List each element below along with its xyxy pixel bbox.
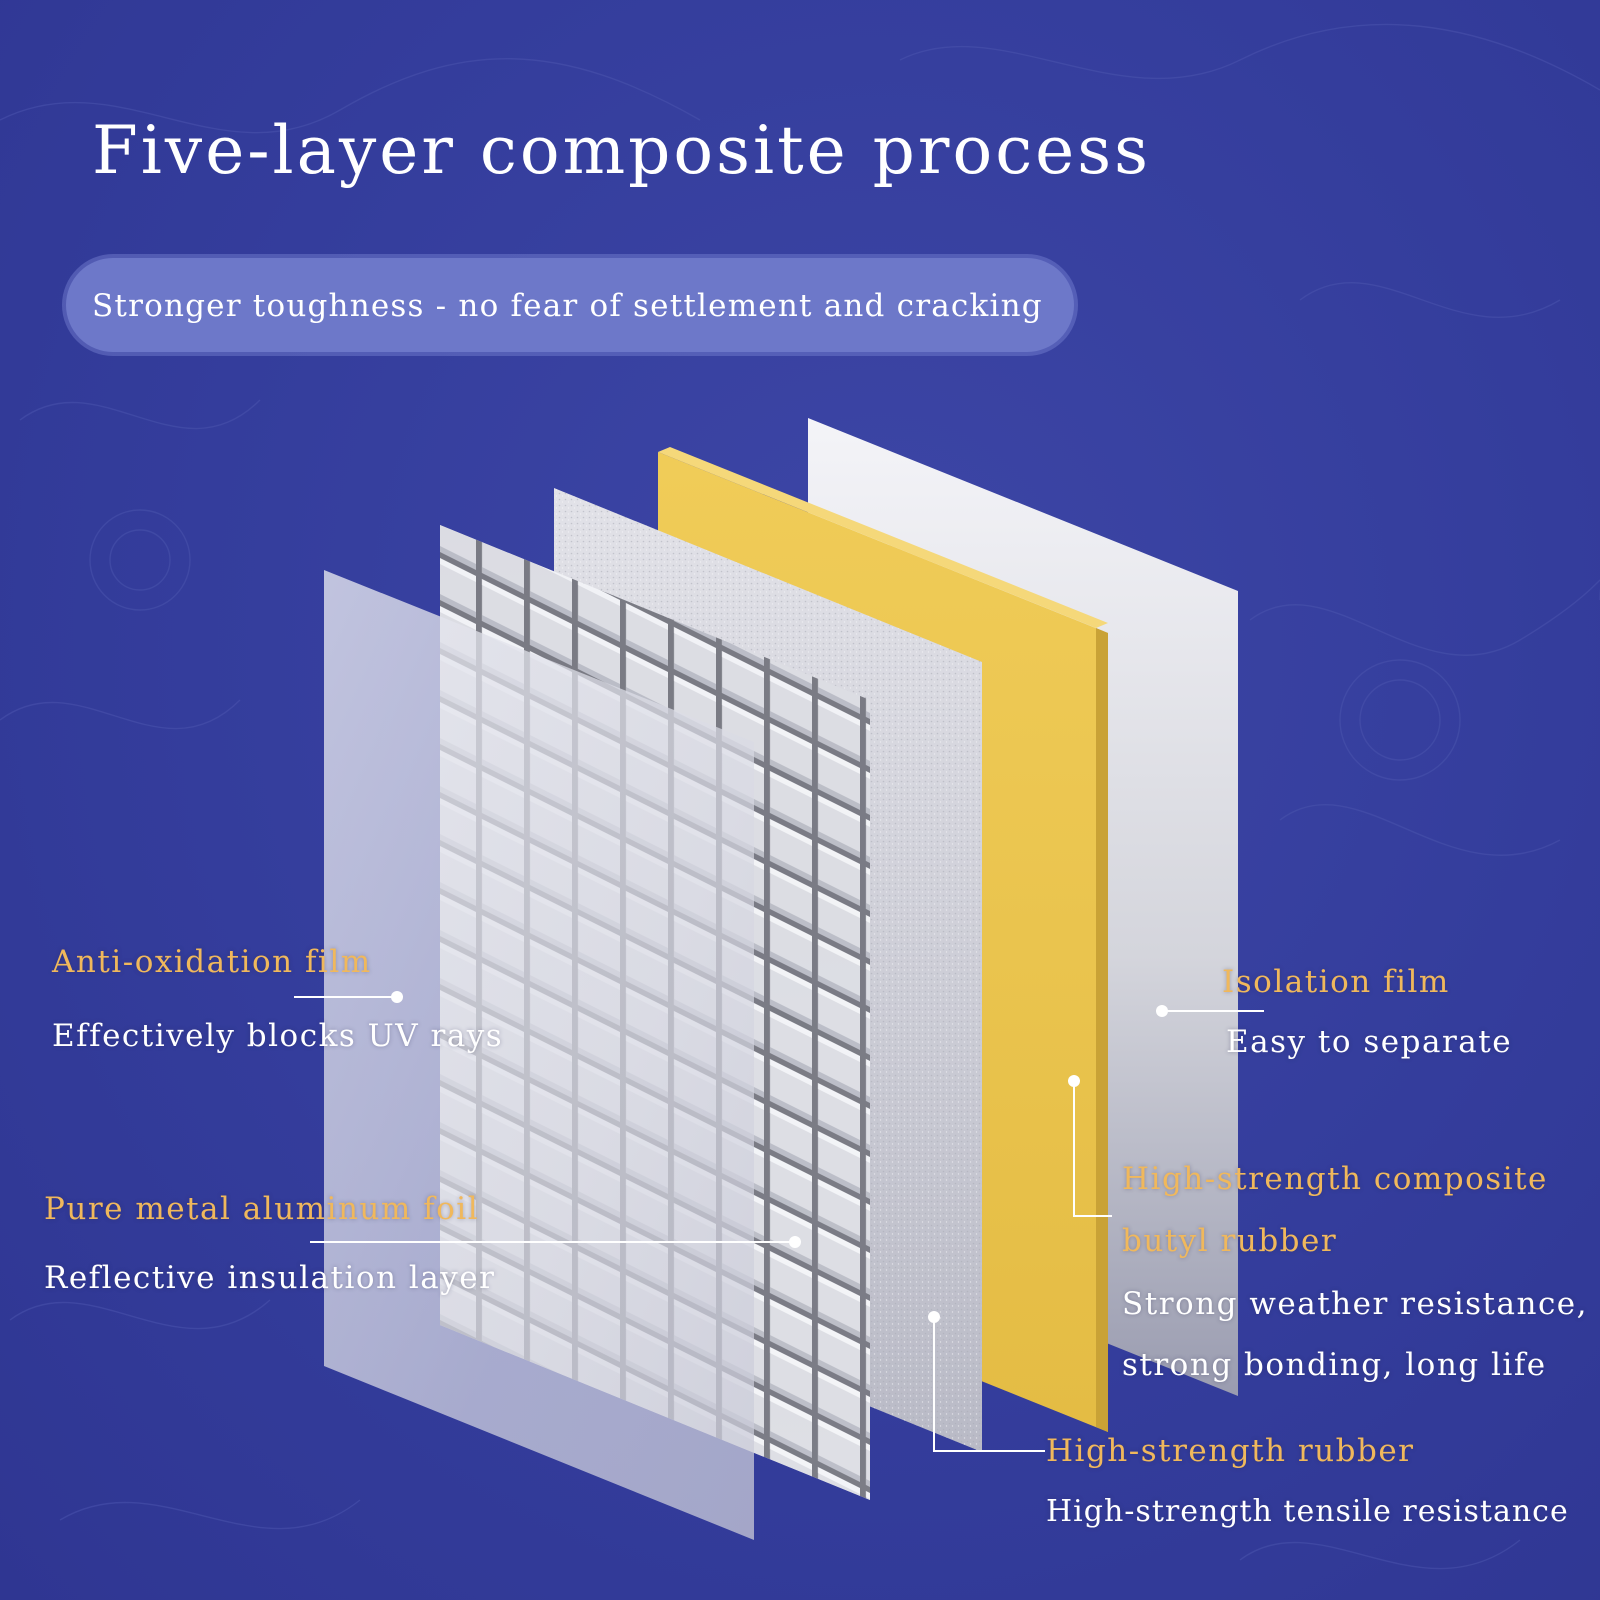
butyl-desc-line1: Strong weather resistance, [1122, 1286, 1589, 1322]
aluminum-foil-heading: Pure metal aluminum foil [44, 1191, 480, 1227]
butyl-callout-dot [1068, 1075, 1080, 1087]
rubber-heading: High-strength rubber [1046, 1433, 1415, 1469]
subtitle-banner: Stronger toughness - no fear of settleme… [66, 258, 1074, 352]
anti-oxidation-callout-dot [391, 991, 403, 1003]
rubber-callout-dot [928, 1311, 940, 1323]
aluminum-foil-desc: Reflective insulation layer [44, 1260, 496, 1296]
butyl-heading-line2: butyl rubber [1122, 1223, 1338, 1259]
isolation-callout-dot [1156, 1005, 1168, 1017]
butyl-callout-line [1073, 1081, 1112, 1217]
page-title: Five-layer composite process [92, 112, 1151, 189]
isolation-film-heading: Isolation film [1222, 964, 1450, 1000]
butyl-heading-line1: High-strength composite [1122, 1161, 1548, 1197]
butyl-desc-line2: strong bonding, long life [1122, 1347, 1547, 1383]
subtitle-text: Stronger toughness - no fear of settleme… [92, 288, 1043, 324]
rubber-callout-line [933, 1317, 1045, 1452]
anti-oxidation-heading: Anti-oxidation film [52, 944, 372, 980]
isolation-film-desc: Easy to separate [1226, 1024, 1513, 1060]
aluminum-callout-dot [789, 1236, 801, 1248]
rubber-desc: High-strength tensile resistance [1046, 1494, 1569, 1529]
anti-oxidation-desc: Effectively blocks UV rays [52, 1018, 504, 1054]
anti-oxidation-film-layer [324, 570, 754, 1540]
